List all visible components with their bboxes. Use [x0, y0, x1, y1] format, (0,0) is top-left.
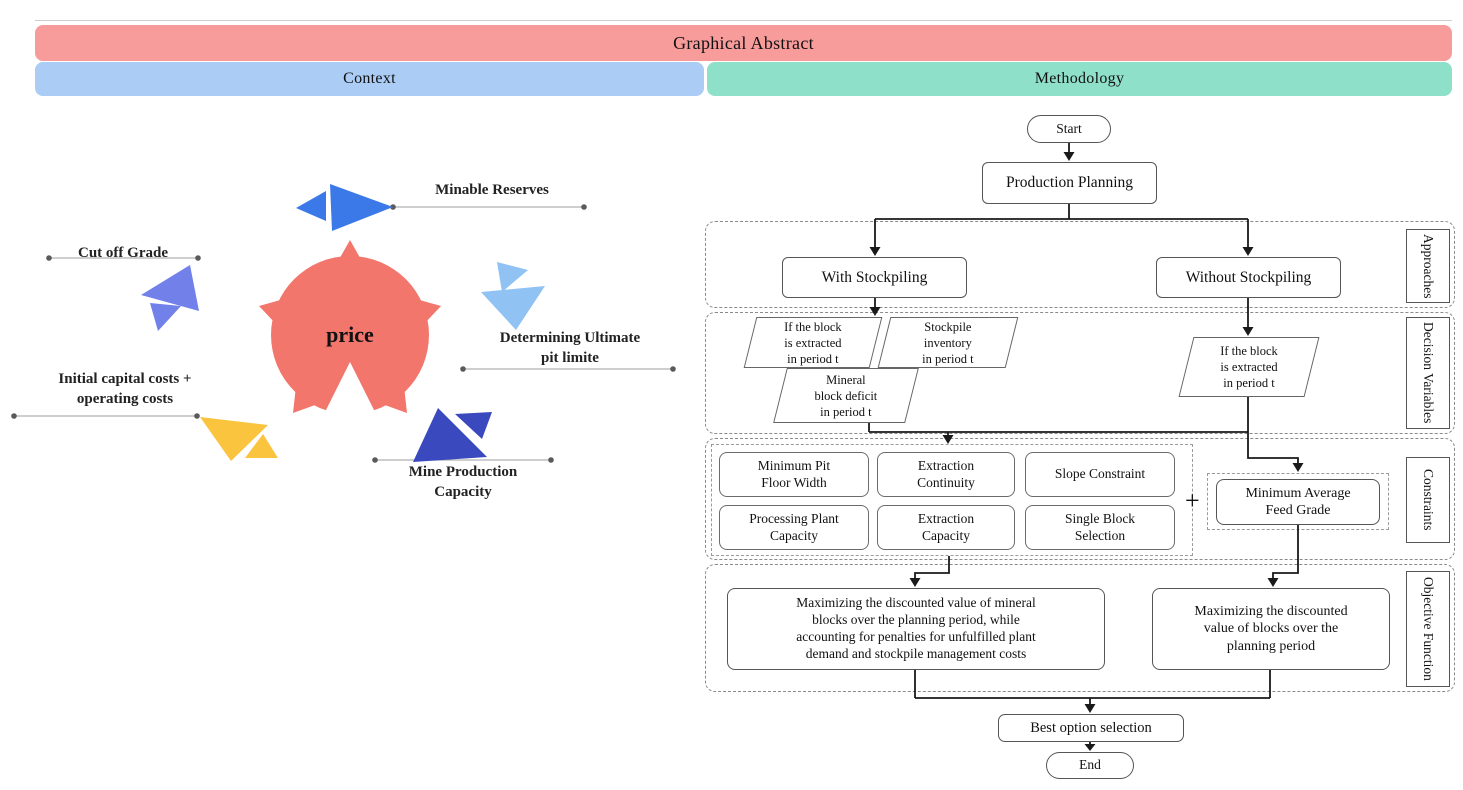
minable-reserves-label: Minable Reserves: [435, 182, 549, 198]
figure-title-banner: Graphical Abstract: [35, 25, 1452, 61]
constraint-min-avg-feed-grade: Minimum Average Feed Grade: [1216, 479, 1380, 525]
top-rule: [35, 20, 1452, 21]
constraint-extraction-capacity: Extraction Capacity: [877, 505, 1015, 550]
best-option-selection-node: Best option selection: [998, 714, 1184, 742]
constraint-min-pit-floor-width: Minimum Pit Floor Width: [719, 452, 869, 497]
minable-reserves-triangle-icon: [296, 184, 393, 231]
constraint-processing-plant-capacity: Processing Plant Capacity: [719, 505, 869, 550]
constraint-single-block-selection: Single Block Selection: [1025, 505, 1175, 550]
constraint-extraction-continuity: Extraction Continuity: [877, 452, 1015, 497]
shared-constraints-group: [711, 444, 1193, 556]
dv-stockpile-inventory-node: Stockpile inventory in period t: [877, 317, 1019, 368]
cut-off-grade-triangle-icon: [141, 265, 199, 331]
plus-sign: +: [1185, 486, 1200, 515]
mine-capacity-label: Mine Production Capacity: [408, 464, 518, 501]
production-planning-node: Production Planning: [982, 162, 1157, 204]
context-banner: Context: [35, 62, 704, 96]
dv-extracted-right-node: If the block is extracted in period t: [1178, 337, 1320, 397]
dv-stockpile-inventory-text: Stockpile inventory in period t: [922, 319, 974, 366]
constraints-section-label: Constraints: [1406, 457, 1450, 543]
start-node: Start: [1027, 115, 1111, 143]
constraints-section: [705, 438, 1455, 560]
mine-capacity-triangle-icon: [413, 408, 492, 462]
dv-extracted-right-text: If the block is extracted in period t: [1220, 344, 1278, 390]
ultimate-pit-label: Determining Ultimate pit limite: [499, 330, 641, 367]
capital-costs-triangle-icon: [200, 417, 278, 461]
dv-block-deficit-text: Mineral block deficit in period t: [814, 372, 878, 419]
dv-block-deficit-node: Mineral block deficit in period t: [773, 368, 919, 423]
methodology-label: Methodology: [1034, 70, 1125, 87]
without-stockpiling-node: Without Stockpiling: [1156, 257, 1341, 298]
end-node: End: [1046, 752, 1134, 779]
decision-variables-section-label: Decision Variables: [1406, 317, 1450, 429]
objective-function-section-label: Objective Function: [1406, 571, 1450, 687]
dv-extracted-left-text: If the block is extracted in period t: [784, 319, 842, 366]
figure-title: Graphical Abstract: [673, 32, 814, 53]
context-label: Context: [343, 70, 396, 87]
objective-with-stockpiling-node: Maximizing the discounted value of miner…: [727, 588, 1105, 670]
price-center-label: price: [326, 322, 374, 347]
objective-without-stockpiling-node: Maximizing the discounted value of block…: [1152, 588, 1390, 670]
capital-costs-label: Initial capital costs + operating costs: [58, 371, 192, 408]
with-stockpiling-node: With Stockpiling: [782, 257, 967, 298]
methodology-banner: Methodology: [707, 62, 1452, 96]
ultimate-pit-triangle-icon: [481, 262, 545, 330]
dv-extracted-left-node: If the block is extracted in period t: [743, 317, 883, 368]
approaches-section-label: Approaches: [1406, 229, 1450, 303]
cut-off-grade-label: Cut off Grade: [78, 245, 168, 261]
constraint-slope: Slope Constraint: [1025, 452, 1175, 497]
